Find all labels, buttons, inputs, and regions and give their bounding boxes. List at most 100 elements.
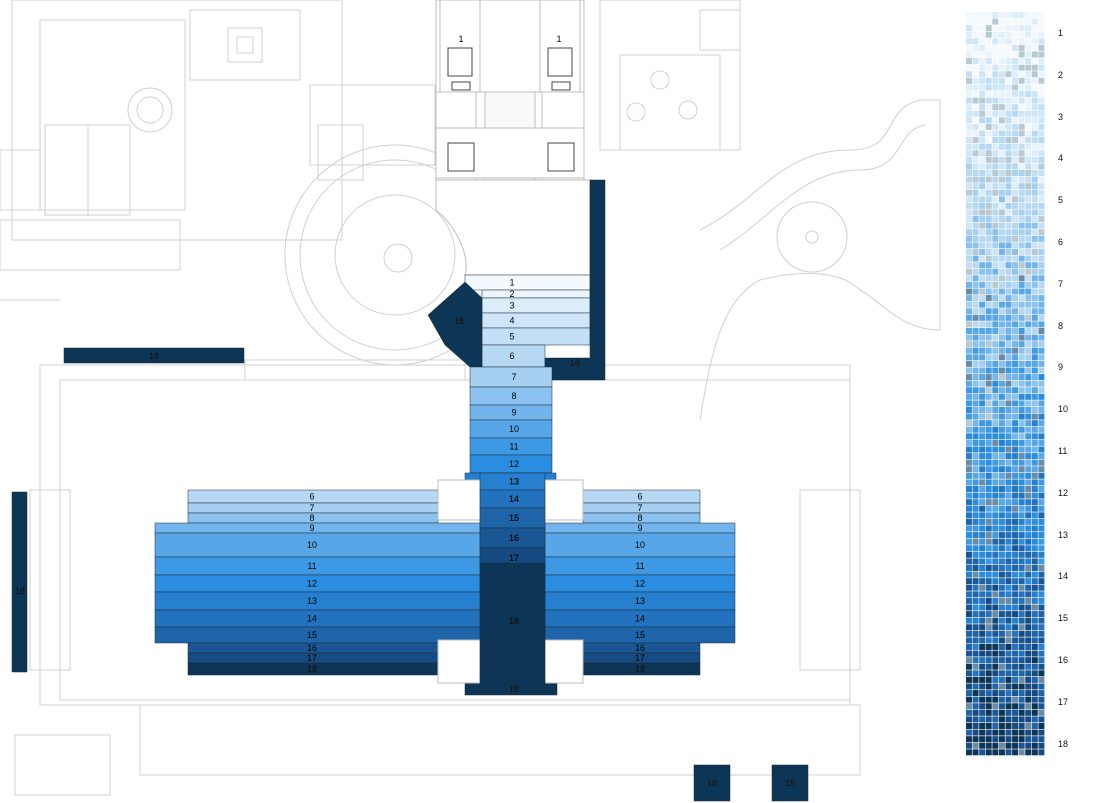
mosaic-tile — [985, 58, 992, 65]
right-pool-label-13: 13 — [635, 596, 645, 606]
mosaic-tile — [1012, 196, 1019, 203]
mosaic-tile — [1025, 532, 1032, 539]
mosaic-tile — [979, 25, 986, 32]
upper-pool-label-1: 1 — [509, 278, 514, 288]
mosaic-tile — [966, 97, 972, 104]
mosaic-tile — [985, 551, 992, 558]
mosaic-tile — [966, 736, 972, 743]
mosaic-tile — [1038, 196, 1045, 203]
mosaic-tile — [992, 354, 999, 361]
mosaic-tile — [1018, 71, 1025, 78]
mosaic-tile — [966, 387, 972, 394]
mosaic-tile — [972, 196, 979, 203]
mosaic-tile — [1031, 736, 1038, 743]
mosaic-tile — [1018, 505, 1025, 512]
mosaic-tile — [1025, 328, 1032, 334]
mosaic-tile — [1012, 657, 1019, 664]
mosaic-tile — [998, 334, 1005, 341]
mosaic-tile — [1012, 242, 1019, 249]
mosaic-tile — [972, 262, 979, 269]
mosaic-tile — [998, 354, 1005, 361]
mosaic-tile — [972, 12, 979, 18]
mosaic-tile — [1025, 736, 1032, 743]
mosaic-tile — [992, 709, 999, 716]
mosaic-tile — [1012, 58, 1019, 65]
mosaic-tile — [972, 44, 979, 51]
mosaic-tile — [1031, 446, 1038, 453]
mosaic-tile — [1005, 486, 1012, 492]
mosaic-tile — [985, 255, 992, 262]
mosaic-tile — [966, 690, 972, 697]
mosaic-tile — [1025, 650, 1032, 657]
mosaic-tile — [1025, 77, 1032, 84]
mosaic-tile — [992, 12, 999, 18]
mosaic-tile — [972, 84, 979, 91]
mosaic-tile — [1025, 683, 1032, 690]
mosaic-tile — [1018, 91, 1025, 97]
mosaic-tile — [979, 459, 986, 466]
mosaic-tile — [972, 58, 979, 65]
mosaic-tile — [1012, 354, 1019, 361]
mosaic-tile — [979, 387, 986, 394]
mosaic-tile — [1018, 644, 1025, 650]
mosaic-tile — [992, 268, 999, 275]
mosaic-tile — [1025, 584, 1032, 591]
mosaic-tile — [1031, 604, 1038, 611]
mosaic-tile — [1018, 268, 1025, 275]
mosaic-tile — [1005, 591, 1012, 598]
mosaic-tile — [1012, 249, 1019, 255]
mosaic-tile — [1005, 532, 1012, 539]
mosaic-tile — [985, 420, 992, 427]
mosaic-tile — [1018, 637, 1025, 644]
mosaic-tile — [1018, 209, 1025, 216]
mosaic-tile — [972, 308, 979, 315]
mosaic-tile — [979, 400, 986, 407]
mosaic-tile — [985, 611, 992, 618]
mosaic-tile — [1025, 512, 1032, 519]
mosaic-tile — [972, 242, 979, 249]
mosaic-tile — [998, 242, 1005, 249]
mosaic-tile — [979, 446, 986, 453]
mosaic-tile — [1025, 170, 1032, 176]
mosaic-tile — [1031, 499, 1038, 506]
mosaic-tile — [1038, 532, 1045, 539]
mosaic-tile — [972, 123, 979, 130]
mosaic-tile — [992, 117, 999, 124]
mosaic-tile — [1038, 650, 1045, 657]
channel-label-9: 9 — [511, 408, 516, 418]
mosaic-tile — [979, 690, 986, 697]
mosaic-tile — [1005, 387, 1012, 394]
mosaic-tile — [1018, 407, 1025, 413]
mosaic-tile — [1005, 558, 1012, 565]
mosaic-tile — [1025, 644, 1032, 650]
mosaic-tile — [992, 578, 999, 585]
mosaic-tile — [998, 644, 1005, 650]
mosaic-tile — [985, 644, 992, 650]
mosaic-tile — [998, 347, 1005, 354]
mosaic-tile — [1018, 84, 1025, 91]
mosaic-tile — [966, 479, 972, 486]
mosaic-tile — [992, 163, 999, 170]
mosaic-tile — [979, 321, 986, 328]
mosaic-tile — [979, 723, 986, 729]
channel-center-label: 18 — [509, 616, 519, 626]
mosaic-tile — [979, 222, 986, 229]
mosaic-tile — [1025, 255, 1032, 262]
mosaic-tile — [1005, 268, 1012, 275]
mosaic-tile — [985, 453, 992, 460]
channel-overlay-label-14: 14 — [509, 494, 519, 504]
mosaic-tile — [972, 255, 979, 262]
mosaic-tile — [1018, 565, 1025, 571]
mosaic-tile — [1031, 163, 1038, 170]
scale-label-16: 16 — [1058, 655, 1069, 665]
mosaic-tile — [1018, 328, 1025, 334]
mosaic-tile — [1012, 624, 1019, 631]
mosaic-tile — [1005, 110, 1012, 117]
mosaic-tile — [1025, 453, 1032, 460]
mosaic-tile — [1038, 558, 1045, 565]
mosaic-tile — [972, 426, 979, 433]
mosaic-tile — [966, 163, 972, 170]
mosaic-tile — [1025, 558, 1032, 565]
mosaic-tile — [1025, 565, 1032, 571]
mosaic-tile — [1025, 420, 1032, 427]
